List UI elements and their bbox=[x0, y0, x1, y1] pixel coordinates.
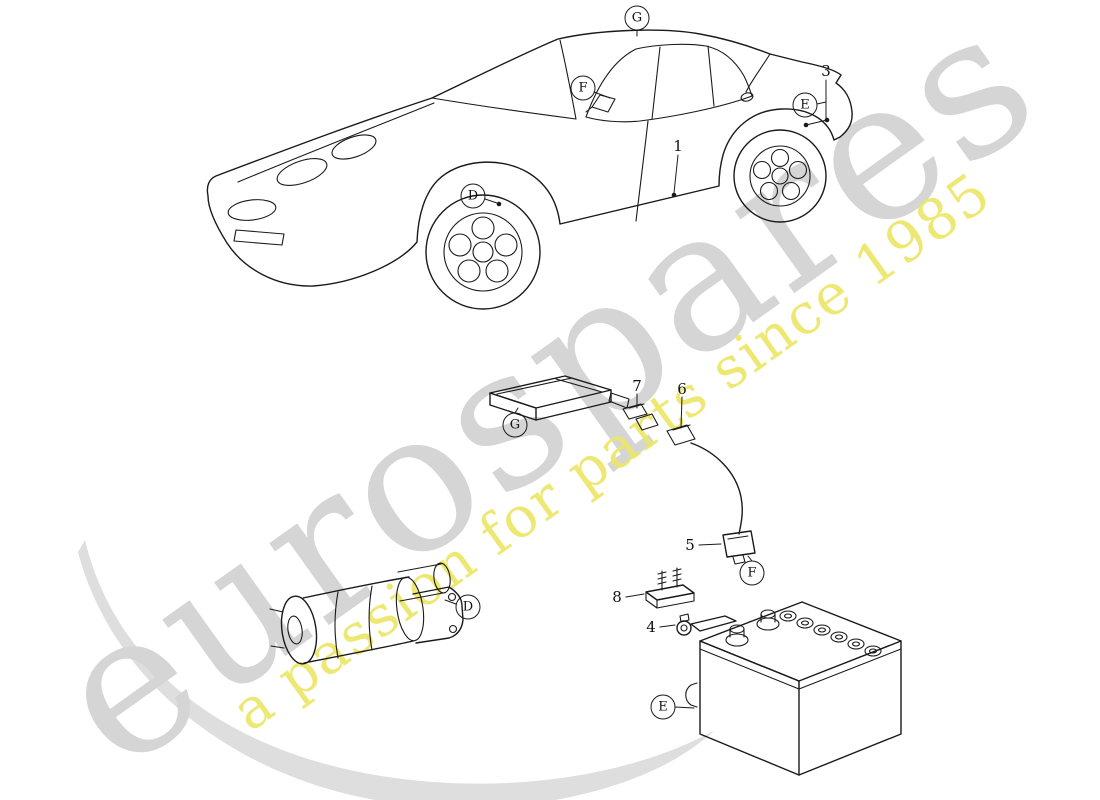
terminal-bracket-drawing bbox=[645, 567, 695, 609]
front-grille bbox=[233, 229, 285, 246]
rear-hatch-line bbox=[745, 53, 771, 93]
starter-motor-drawing bbox=[269, 562, 464, 665]
callout-car-rear-e: E bbox=[792, 92, 818, 118]
wiring-harness-drawing bbox=[622, 403, 756, 565]
callout-car-front-d: D bbox=[460, 183, 486, 209]
front-lamp bbox=[227, 199, 277, 221]
fuel-cap bbox=[740, 92, 754, 102]
starter-solenoid bbox=[397, 562, 451, 602]
battery-handle bbox=[685, 682, 698, 708]
headlight-pod-right bbox=[331, 134, 377, 160]
part-number-5: 5 bbox=[685, 536, 695, 554]
callout-car-roof-g: G bbox=[624, 5, 650, 31]
windshield-cowl-line bbox=[431, 97, 577, 120]
quarter-window-line bbox=[707, 45, 715, 107]
door-cut-line bbox=[635, 120, 649, 222]
b-pillar-line bbox=[651, 46, 661, 120]
callout-battery-e: E bbox=[650, 694, 676, 720]
battery-drawing bbox=[685, 601, 902, 776]
battery-terminal-posts bbox=[725, 609, 780, 647]
car-illustration bbox=[206, 29, 853, 310]
callout-module-g: G bbox=[502, 412, 528, 438]
connector-7b bbox=[635, 413, 659, 431]
module-connector-tab bbox=[608, 392, 630, 409]
rear-wheel bbox=[733, 129, 827, 223]
headlight-pod-left bbox=[276, 158, 328, 186]
callout-car-windshield-f: F bbox=[570, 75, 596, 101]
callout-harness-f: F bbox=[739, 560, 765, 586]
harness-wire bbox=[690, 442, 743, 535]
leader-lines bbox=[444, 29, 830, 709]
battery-clamp-drawing bbox=[676, 613, 737, 636]
part-number-6: 6 bbox=[677, 380, 687, 398]
callout-starter-d: D bbox=[455, 594, 481, 620]
part-number-4: 4 bbox=[646, 618, 656, 636]
swoosh-shape bbox=[78, 540, 715, 800]
front-wheel bbox=[425, 194, 541, 310]
car-body-outline bbox=[206, 29, 853, 287]
part-number-7: 7 bbox=[632, 377, 642, 395]
a-pillar-line bbox=[559, 39, 577, 120]
side-glass bbox=[585, 43, 753, 123]
part-number-3: 3 bbox=[821, 62, 831, 80]
hood-crease-line bbox=[237, 102, 435, 183]
connector-5-block bbox=[722, 530, 756, 558]
part-number-1: 1 bbox=[673, 137, 683, 155]
part-number-8: 8 bbox=[612, 588, 622, 606]
battery-cell-caps bbox=[779, 610, 882, 657]
side-mirror bbox=[585, 94, 616, 113]
